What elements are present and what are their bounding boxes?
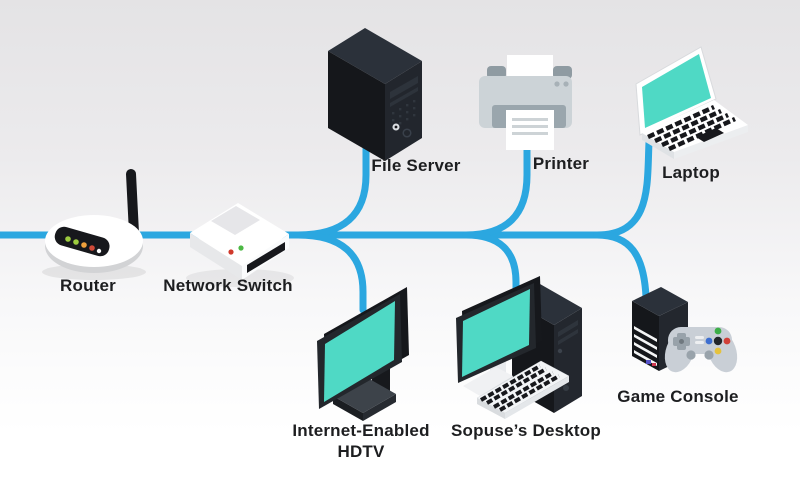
- label-printer: Printer: [532, 154, 590, 173]
- hdtv-icon: [317, 287, 409, 421]
- switch-top-label-plate: [211, 206, 260, 235]
- router-led-orange: [81, 242, 87, 248]
- console-logo: [646, 360, 651, 364]
- gamepad-button-center: [713, 336, 723, 346]
- switch-led-red: [228, 249, 234, 255]
- label-hdtv-line2: HDTV: [337, 441, 385, 461]
- label-game-console: Game Console: [617, 387, 739, 406]
- router-led-red: [89, 245, 95, 251]
- router-led-green-2: [73, 239, 79, 245]
- label-network-switch: Network Switch: [163, 276, 293, 295]
- cable-printer: [462, 144, 531, 239]
- cable-game-console: [593, 231, 650, 301]
- label-hdtv: Internet-Enabled HDTV: [292, 421, 429, 462]
- gamepad-icon: [664, 327, 738, 373]
- label-file-server: File Server: [371, 156, 461, 175]
- desktop-icon: [456, 276, 582, 419]
- router-led-white: [96, 248, 102, 254]
- desktop-stand-base: [463, 367, 513, 396]
- server-drive-bay-2: [390, 87, 418, 107]
- switch-ports: [247, 242, 285, 273]
- gamepad-button-red: [723, 337, 731, 345]
- console-tower: [632, 287, 688, 316]
- router-led-panel: [54, 226, 110, 257]
- laptop-keys: [647, 104, 736, 152]
- hdtv-screen: [324, 301, 395, 402]
- cable-file-server: [294, 134, 370, 239]
- laptop-touchpad: [696, 128, 724, 142]
- printer-icon: [479, 55, 572, 150]
- gamepad-button-blue: [705, 337, 713, 345]
- label-laptop: Laptop: [662, 163, 720, 182]
- hdtv-stand-base: [333, 377, 396, 413]
- desktop-keys: [480, 364, 560, 412]
- router-antenna: [126, 169, 139, 238]
- router-led-green-1: [65, 236, 71, 242]
- file-server-icon: [328, 28, 422, 161]
- printer-paper-in: [507, 55, 553, 80]
- label-router: Router: [60, 276, 116, 295]
- label-hdtv-line1: Internet-Enabled: [292, 421, 430, 440]
- desktop-screen: [462, 289, 530, 377]
- laptop-icon: [635, 46, 748, 159]
- printer-paper-out: [506, 110, 554, 150]
- label-desktop: Sopuse’s Desktop: [451, 421, 601, 440]
- cable-desktop: [462, 231, 520, 296]
- router-icon: [45, 169, 143, 273]
- laptop-screen: [642, 54, 711, 128]
- cable-hdtv: [294, 231, 367, 314]
- console-vent-stripes: [634, 326, 657, 366]
- switch-led-green: [238, 245, 244, 251]
- gamepad-button-green: [714, 327, 722, 335]
- cable-laptop: [593, 138, 653, 239]
- network-switch-icon: [190, 203, 289, 280]
- gamepad-button-yellow: [714, 347, 722, 355]
- server-drive-bay: [390, 76, 418, 99]
- game-console-icon: [632, 287, 738, 373]
